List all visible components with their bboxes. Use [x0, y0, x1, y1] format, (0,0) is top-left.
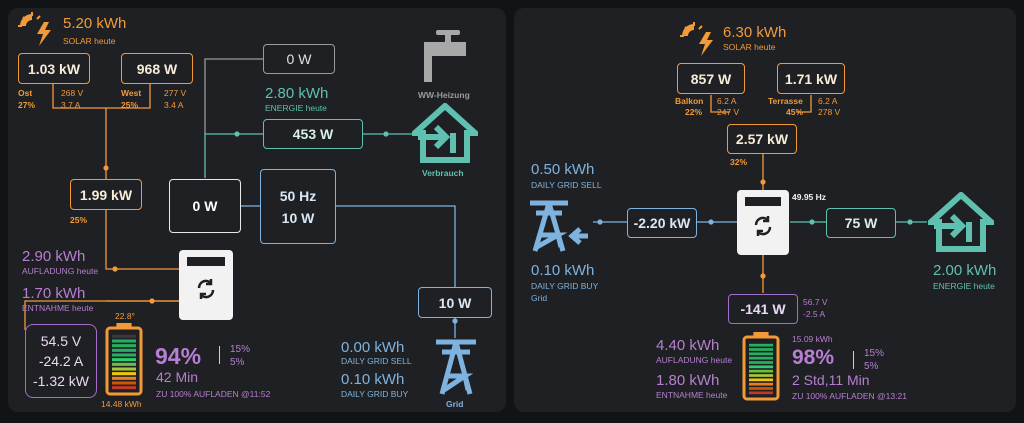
- transmission-tower-icon: [436, 339, 476, 395]
- battery-voltage: 54.5 V: [40, 333, 82, 349]
- grid-label: Grid: [446, 399, 464, 409]
- pv2-current: 6.2 A: [818, 96, 838, 106]
- battery-eta: ZU 100% AUFLADEN @11:52: [156, 389, 271, 399]
- battery-power: -1.32 kW: [32, 373, 89, 389]
- pv2-voltage: 277 V: [164, 88, 187, 98]
- solar-today-label: SOLAR heute: [63, 36, 116, 46]
- aux-power: 10 W: [281, 209, 315, 226]
- battery-current: -24.2 A: [38, 353, 84, 369]
- battery-soc-max: 15%: [864, 348, 885, 359]
- grid-sell-value: 0.50 kWh: [531, 161, 595, 178]
- battery-discharge-value: 1.70 kWh: [22, 285, 86, 302]
- load-label: Verbrauch: [422, 168, 464, 178]
- battery-charge-value: 4.40 kWh: [656, 337, 720, 354]
- pv1-current: 3.7 A: [61, 100, 81, 110]
- energy-today-value: 2.00 kWh: [933, 262, 997, 279]
- solar-today-value: 6.30 kWh: [723, 24, 787, 41]
- pv1-name: Balkon: [675, 96, 704, 106]
- pv1-name: Ost: [18, 88, 33, 98]
- battery-capacity: 15.09 kWh: [792, 334, 833, 344]
- battery-runtime: 42 Min: [156, 369, 199, 385]
- grid-buy-label: DAILY GRID BUY: [341, 389, 409, 399]
- battery-soc-max: 15%: [230, 344, 251, 355]
- pv1-pct: 22%: [685, 107, 703, 117]
- inverter-frequency: 49.95 Hz: [792, 192, 827, 202]
- house-import-icon: [928, 192, 994, 252]
- battery-soc-min: 5%: [230, 357, 245, 368]
- battery-power: -141 W: [728, 294, 798, 324]
- pv2-current: 3.4 A: [164, 100, 184, 110]
- pv2-name: West: [121, 88, 142, 98]
- house-import-icon: [412, 103, 478, 163]
- grid-power: -2.20 kW: [627, 208, 697, 238]
- solar-today-label: SOLAR heute: [723, 42, 776, 52]
- pv2-power: 1.71 kW: [777, 63, 845, 94]
- battery-eta: ZU 100% AUFLADEN @13:21: [792, 391, 907, 401]
- battery-capacity: 14.48 kWh: [101, 399, 142, 409]
- grid-label: Grid: [531, 293, 548, 303]
- battery-icon: [105, 322, 143, 396]
- battery-current: -2.5 A: [803, 309, 826, 319]
- aux-box: 50 Hz 10 W: [260, 169, 336, 244]
- sun-icon: [18, 12, 51, 46]
- ww-heater-power: 0 W: [263, 44, 335, 74]
- load-power: 75 W: [826, 208, 896, 238]
- pv2-pct: 45%: [786, 107, 804, 117]
- aux-frequency: 50 Hz: [279, 187, 317, 204]
- transmission-tower-icon: [530, 200, 588, 252]
- pv1-power: 1.03 kW: [18, 53, 90, 84]
- battery-temp: 22.8°: [115, 311, 135, 321]
- solar-total-pct: 25%: [70, 215, 88, 225]
- grid-sell-label: DAILY GRID SELL: [341, 356, 412, 366]
- battery-discharge-value: 1.80 kWh: [656, 372, 720, 389]
- inverter-power: 0 W: [169, 179, 241, 233]
- grid-buy-label: DAILY GRID BUY: [531, 281, 599, 291]
- faucet-icon: [424, 30, 466, 82]
- pv2-pct: 25%: [121, 100, 139, 110]
- grid-sell-label: DAILY GRID SELL: [531, 180, 602, 190]
- pv1-voltage: 268 V: [61, 88, 84, 98]
- ww-heater-label: WW-Heizung: [418, 90, 470, 100]
- battery-soc: 98%: [792, 346, 835, 369]
- grid-power: 10 W: [418, 287, 492, 318]
- battery-charge-value: 2.90 kWh: [22, 248, 86, 265]
- battery-soc: 94%: [155, 343, 202, 369]
- energy-today-label: ENERGIE heute: [933, 281, 995, 291]
- battery-charge-label: AUFLADUNG heute: [22, 266, 99, 276]
- pv2-power: 968 W: [121, 53, 193, 84]
- grid-sell-value: 0.00 kWh: [341, 339, 405, 356]
- pv2-voltage: 278 V: [818, 107, 841, 117]
- sun-icon: [680, 22, 713, 56]
- inverter-icon: [737, 190, 789, 255]
- battery-runtime: 2 Std,11 Min: [792, 372, 870, 388]
- pv1-pct: 27%: [18, 100, 36, 110]
- pv2-name: Terrasse: [768, 96, 803, 106]
- battery-stats-box: 54.5 V -24.2 A -1.32 kW: [25, 324, 97, 398]
- energy-today-label: ENERGIE heute: [265, 103, 327, 113]
- battery-icon: [742, 331, 780, 401]
- battery-discharge-label: ENTNAHME heute: [22, 303, 94, 313]
- solar-today-value: 5.20 kWh: [63, 15, 127, 32]
- solar-total-power: 1.99 kW: [70, 179, 142, 210]
- solar-total-pct: 32%: [730, 157, 748, 167]
- battery-soc-min: 5%: [864, 361, 879, 372]
- pv1-voltage: 247 V: [717, 107, 740, 117]
- grid-buy-value: 0.10 kWh: [531, 262, 595, 279]
- load-power: 453 W: [263, 119, 363, 149]
- battery-charge-label: AUFLADUNG heute: [656, 355, 733, 365]
- energy-today-value: 2.80 kWh: [265, 85, 329, 102]
- grid-buy-value: 0.10 kWh: [341, 371, 405, 388]
- battery-voltage: 56.7 V: [803, 297, 828, 307]
- inverter-icon: [179, 250, 233, 320]
- solar-total-power: 2.57 kW: [727, 124, 797, 154]
- pv1-power: 857 W: [677, 63, 745, 94]
- pv1-current: 6.2 A: [717, 96, 737, 106]
- battery-discharge-label: ENTNAHME heute: [656, 390, 728, 400]
